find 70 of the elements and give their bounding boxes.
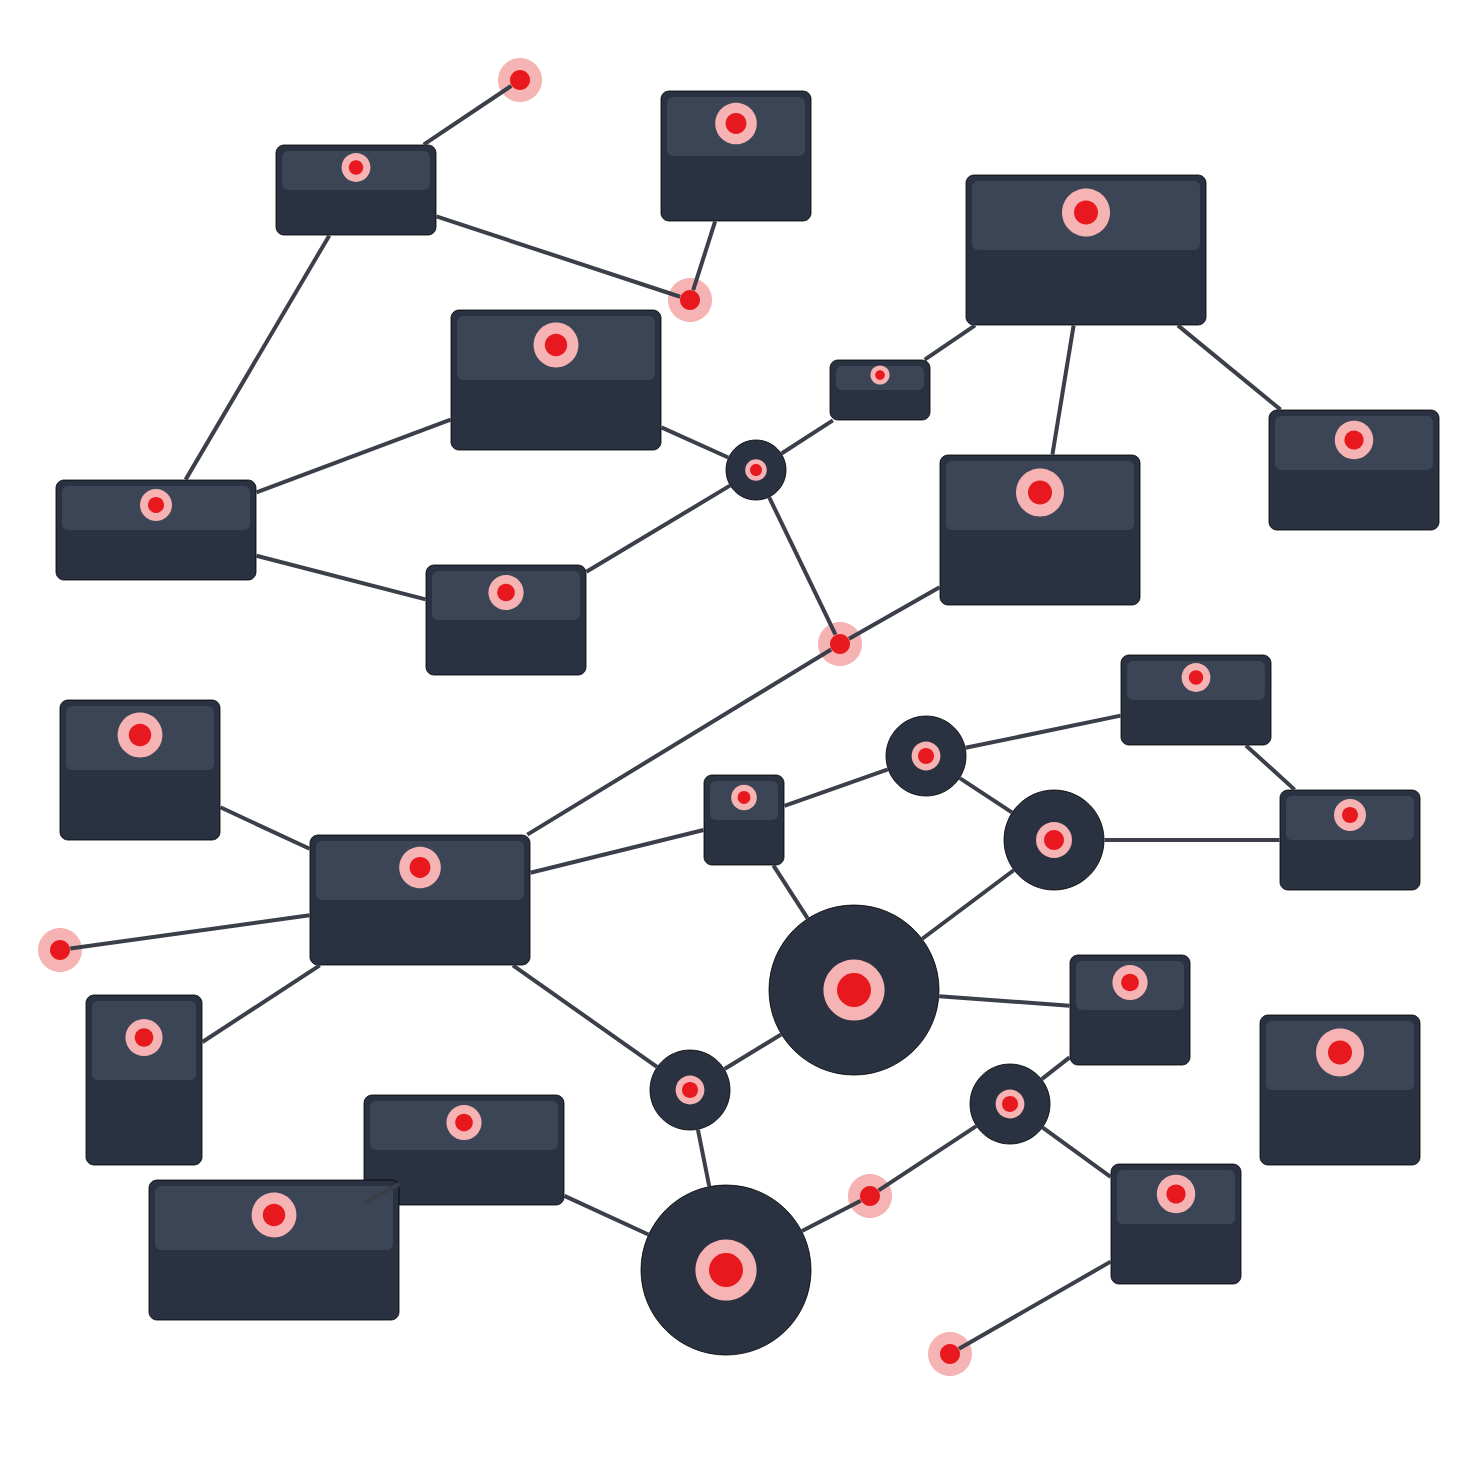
smart-device xyxy=(309,834,531,966)
cable xyxy=(848,585,941,641)
cable xyxy=(691,220,718,291)
round-device xyxy=(725,439,787,501)
cable xyxy=(511,963,659,1069)
round-device xyxy=(1003,789,1105,891)
round-device xyxy=(649,1049,731,1131)
smart-device xyxy=(1268,409,1440,531)
indicator-light xyxy=(498,58,542,102)
cable xyxy=(255,417,452,495)
cable xyxy=(219,805,311,851)
cable xyxy=(965,713,1121,750)
cable xyxy=(422,84,513,147)
cable xyxy=(1040,1055,1071,1081)
cable xyxy=(1041,1126,1112,1179)
round-device xyxy=(768,904,940,1076)
smart-device xyxy=(1259,1014,1421,1166)
cable xyxy=(585,483,731,574)
cable xyxy=(877,1124,978,1192)
cable xyxy=(563,1194,650,1237)
cable xyxy=(771,864,810,920)
indicator-light xyxy=(668,278,712,322)
smart-device xyxy=(1120,654,1272,746)
cable xyxy=(723,1032,783,1071)
smart-device xyxy=(55,479,257,581)
smart-device xyxy=(363,1094,565,1206)
cable xyxy=(1050,325,1076,455)
cable xyxy=(183,234,332,481)
smart-device xyxy=(829,359,931,421)
smart-device xyxy=(1110,1163,1242,1285)
smart-device xyxy=(450,309,662,451)
smart-device xyxy=(59,699,221,841)
smart-device xyxy=(275,144,437,236)
cable xyxy=(201,963,321,1044)
cable xyxy=(1104,838,1280,842)
cable xyxy=(767,496,838,636)
smart-device xyxy=(148,1179,400,1321)
indicator-light xyxy=(928,1332,972,1376)
cable xyxy=(801,1199,862,1233)
cable xyxy=(70,913,310,951)
cable xyxy=(529,828,705,875)
smart-device xyxy=(939,454,1141,606)
indicator-light xyxy=(818,622,862,666)
smart-device xyxy=(425,564,587,676)
smart-device xyxy=(660,90,812,222)
cable xyxy=(958,776,1013,815)
cable xyxy=(435,214,681,299)
indicator-light xyxy=(848,1174,892,1218)
cable xyxy=(660,425,730,460)
cable xyxy=(780,418,834,456)
cable xyxy=(939,994,1070,1008)
cable xyxy=(921,868,1015,941)
round-device xyxy=(640,1184,812,1356)
smart-device xyxy=(85,994,203,1166)
cable xyxy=(255,553,427,602)
cable xyxy=(1244,743,1296,792)
cable xyxy=(362,1182,401,1205)
round-device xyxy=(969,1063,1051,1145)
smart-device xyxy=(965,174,1207,326)
cable xyxy=(783,767,889,808)
cable xyxy=(923,323,977,362)
cable xyxy=(1176,323,1282,412)
cable xyxy=(695,1129,712,1187)
cable xyxy=(958,1259,1112,1351)
smart-device xyxy=(703,774,785,866)
round-device xyxy=(885,715,967,797)
indicator-light xyxy=(38,928,82,972)
smart-device xyxy=(1279,789,1421,891)
smart-device xyxy=(1069,954,1191,1066)
cable xyxy=(526,647,833,837)
